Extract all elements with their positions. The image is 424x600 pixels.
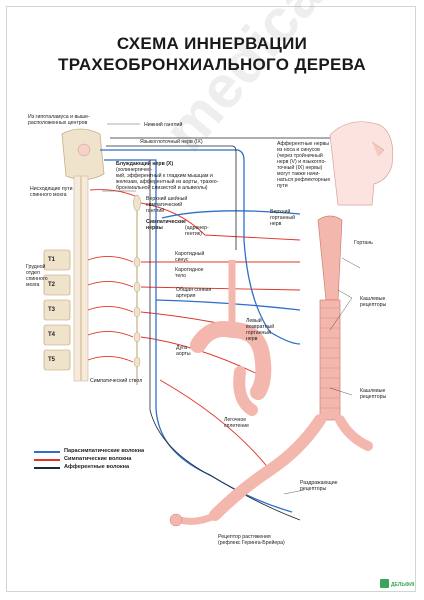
poster-frame	[6, 6, 416, 592]
legend-item: Парасимпатические волокна	[34, 448, 184, 456]
label-sympathetic-nerves-text: (адренер- гентик)	[185, 225, 209, 237]
leader-lines	[102, 123, 361, 495]
label-pulmonary-plexus: Легочное сплетение	[224, 417, 249, 429]
label-sympathetic-trunk: Симпатический ствол	[90, 378, 143, 384]
vertebra-label: T4	[48, 332, 56, 338]
label-stretch-receptor: Рецептор растяжения (рефлекс Геринга-Бре…	[218, 534, 285, 546]
legend-label: Симпатические волокна	[64, 456, 132, 462]
label-superior-cervical: Верхний шейный симпатический ганглий	[146, 196, 188, 214]
aorta	[190, 260, 272, 416]
legend-swatch-sympathetic	[34, 459, 60, 461]
sympathetic-chain	[133, 194, 141, 385]
legend: Парасимпатические волокна Симпатические …	[34, 448, 184, 472]
vertebra-label: T2	[48, 282, 56, 288]
label-larynx: Гортань	[354, 240, 373, 246]
label-hypothalamus: Из гипоталамуса и выше- расположенных це…	[28, 114, 90, 126]
label-afferent-nose: Афферентные нервы из носа и синусов (чер…	[277, 141, 331, 189]
label-descending-pathways: Нисходящие пути спинного мозга	[30, 186, 73, 198]
label-glossopharyngeal: Языкоглоточный нерв (IX)	[140, 139, 203, 145]
label-cough-receptors-1: Кашлевые рецепторы	[360, 296, 387, 308]
head-outline	[329, 121, 394, 206]
legend-label: Парасимпатические волокна	[64, 448, 145, 454]
svg-text:ДЕЛЬФИНА: ДЕЛЬФИНА	[391, 582, 414, 588]
label-aortic-arch: Дуга аорты	[176, 345, 191, 357]
vertebra-label: T5	[48, 357, 56, 363]
label-vagus-text: (холинергичес- кий, эфферентный к гладки…	[116, 167, 219, 191]
label-carotid-sinus: Каротидный синус	[175, 251, 205, 263]
label-irritant-receptors: Раздражающие рецепторы	[300, 480, 338, 492]
trachea	[169, 215, 373, 527]
label-carotid-body: Каротидное тело	[175, 267, 204, 279]
legend-swatch-parasympathetic	[34, 451, 60, 453]
vertebra-label: T1	[48, 257, 56, 263]
vertebra-label: T3	[48, 307, 56, 313]
publisher-logo: ДЕЛЬФИНА	[380, 577, 420, 589]
label-recurrent-laryngeal: Левый возвратный гортанный нерв	[246, 318, 275, 342]
legend-item: Афферентные волокна	[34, 464, 184, 472]
label-nodose-ganglion: Нижний ганглий	[144, 122, 183, 128]
legend-swatch-afferent	[34, 467, 60, 469]
label-common-carotid: Общая сонная артерия	[176, 287, 212, 299]
label-cough-receptors-2: Кашлевые рецепторы	[360, 388, 387, 400]
title-line-2: ТРАХЕОБРОНХИАЛЬНОГО ДЕРЕВА	[58, 55, 366, 74]
legend-label: Афферентные волокна	[64, 464, 130, 470]
label-vagus-title: Блуждающий нерв (X)	[116, 161, 174, 167]
title-line-1: СХЕМА ИННЕРВАЦИИ	[116, 34, 308, 53]
brainstem-section	[61, 128, 105, 180]
legend-item: Симпатические волокна	[34, 456, 184, 464]
vertebral-column	[43, 249, 71, 371]
label-sympathetic-nerves-title: Симпатические нервы	[146, 219, 186, 231]
label-superior-laryngeal: Верхний гортанный нерв	[270, 209, 295, 227]
spinal-cord	[73, 175, 89, 382]
label-thoracic-cord: Грудной отдел спинного мозга	[26, 264, 48, 288]
